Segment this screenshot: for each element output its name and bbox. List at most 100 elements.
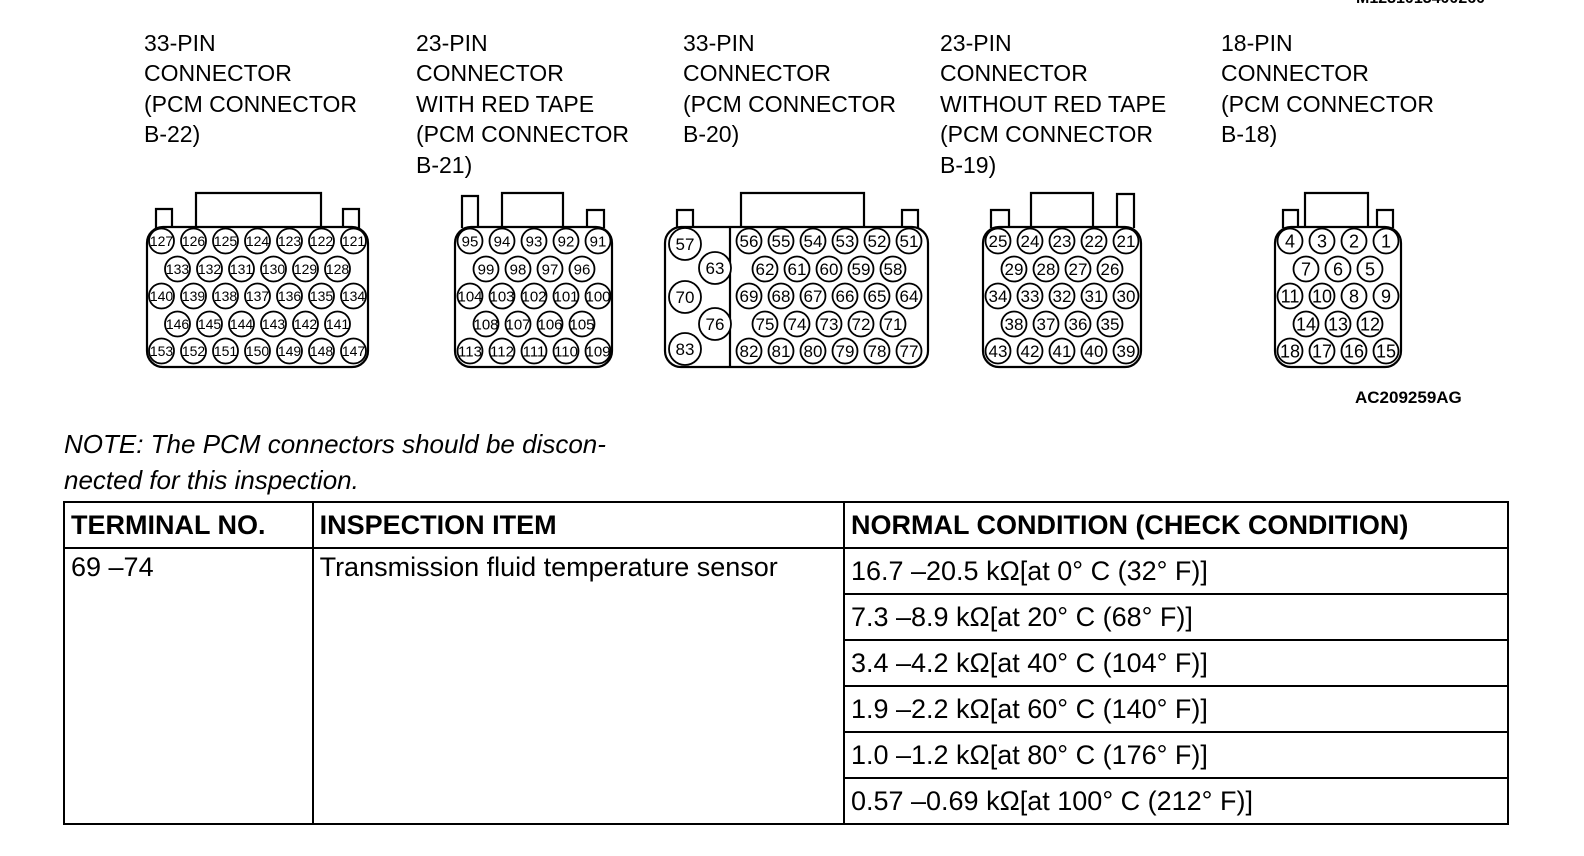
pin-number: 39 bbox=[1117, 342, 1136, 361]
pin-circle bbox=[276, 282, 303, 310]
pin-circle bbox=[180, 337, 207, 365]
pin-number: 134 bbox=[342, 288, 366, 304]
pin-number: 139 bbox=[182, 288, 206, 304]
pin-circle bbox=[1016, 227, 1044, 255]
pin-number: 11 bbox=[1281, 286, 1300, 306]
pin-number: 29 bbox=[1005, 260, 1024, 279]
pin-number: 23 bbox=[1053, 232, 1072, 251]
condition-cell: 16.7 –20.5 kΩ[at 0° C (32° F)] bbox=[842, 547, 1510, 595]
pin-circle bbox=[148, 282, 175, 310]
pin-number: 10 bbox=[1312, 286, 1332, 306]
pin-number: 24 bbox=[1021, 232, 1040, 251]
pin-number: 108 bbox=[473, 316, 498, 333]
pin-circle bbox=[1372, 227, 1400, 255]
pin-circle bbox=[698, 251, 732, 285]
pin-circle bbox=[984, 337, 1012, 365]
pin-circle bbox=[1340, 227, 1368, 255]
pin-number: 151 bbox=[214, 343, 238, 359]
connector-tab bbox=[1115, 192, 1136, 228]
pin-circle bbox=[1032, 310, 1060, 338]
pin-number: 96 bbox=[574, 261, 591, 278]
pin-number: 106 bbox=[537, 316, 562, 333]
pin-circle bbox=[1372, 282, 1400, 310]
pin-circle bbox=[520, 337, 548, 365]
pin-number: 125 bbox=[214, 233, 238, 249]
pin-number: 17 bbox=[1312, 341, 1332, 361]
pin-number: 14 bbox=[1296, 314, 1316, 334]
pin-number: 142 bbox=[294, 316, 318, 332]
pin-number: 76 bbox=[706, 315, 725, 334]
pin-circle bbox=[863, 337, 891, 365]
pin-circle bbox=[895, 282, 923, 310]
pin-circle bbox=[164, 255, 191, 283]
pin-circle bbox=[504, 255, 532, 283]
pin-number: 129 bbox=[294, 261, 318, 277]
connector-latch bbox=[1029, 191, 1095, 228]
pin-number: 4 bbox=[1285, 231, 1295, 251]
pin-circle bbox=[984, 282, 1012, 310]
pin-circle bbox=[504, 310, 532, 338]
header-terminal-no: TERMINAL NO. bbox=[63, 501, 314, 549]
pin-circle bbox=[1080, 282, 1108, 310]
pin-number: 113 bbox=[458, 343, 482, 360]
pin-circle bbox=[552, 227, 580, 255]
pin-number: 79 bbox=[836, 342, 855, 361]
table-row: 3.4 –4.2 kΩ[at 40° C (104° F)] bbox=[64, 639, 1510, 687]
pin-number: 66 bbox=[836, 287, 855, 306]
pin-number: 6 bbox=[1333, 259, 1343, 279]
pin-circle bbox=[1276, 282, 1304, 310]
pin-number: 147 bbox=[342, 343, 366, 359]
pin-number: 152 bbox=[182, 343, 206, 359]
pin-circle bbox=[1016, 337, 1044, 365]
pin-number: 141 bbox=[326, 316, 350, 332]
pin-circle bbox=[815, 310, 843, 338]
pin-circle bbox=[456, 282, 484, 310]
pin-circle bbox=[324, 255, 351, 283]
pin-circle bbox=[767, 282, 795, 310]
pin-number: 74 bbox=[788, 315, 807, 334]
pin-number: 51 bbox=[900, 232, 919, 251]
pin-number: 140 bbox=[150, 288, 174, 304]
pin-circle bbox=[1324, 310, 1352, 338]
pin-circle bbox=[863, 227, 891, 255]
pin-circle bbox=[751, 255, 779, 283]
pin-circle bbox=[847, 310, 875, 338]
pin-number: 32 bbox=[1053, 287, 1072, 306]
pin-circle bbox=[1000, 255, 1028, 283]
table-row: 1.9 –2.2 kΩ[at 60° C (140° F)] bbox=[64, 685, 1510, 733]
pin-number: 91 bbox=[590, 233, 607, 250]
pin-circle bbox=[244, 227, 271, 255]
pin-number: 77 bbox=[900, 342, 919, 361]
pin-number: 57 bbox=[676, 235, 695, 254]
connector-label-b18: 18-PIN CONNECTOR (PCM CONNECTOR B-18) bbox=[1221, 30, 1434, 148]
pin-number: 93 bbox=[526, 233, 543, 250]
pin-number: 12 bbox=[1360, 314, 1380, 334]
pin-circle bbox=[1048, 227, 1076, 255]
pin-circle bbox=[340, 337, 367, 365]
pin-number: 150 bbox=[246, 343, 270, 359]
pin-circle bbox=[799, 337, 827, 365]
pin-number: 92 bbox=[558, 233, 575, 250]
pin-circle bbox=[1292, 310, 1320, 338]
pin-circle bbox=[308, 282, 335, 310]
pin-circle bbox=[196, 310, 223, 338]
pin-circle bbox=[847, 255, 875, 283]
pin-number: 112 bbox=[490, 343, 514, 360]
pin-number: 64 bbox=[900, 287, 919, 306]
connector-label-b19: 23-PIN CONNECTOR WITHOUT RED TAPE (PCM C… bbox=[940, 30, 1167, 178]
pin-number: 34 bbox=[989, 287, 1008, 306]
pin-circle bbox=[520, 227, 548, 255]
pin-number: 62 bbox=[756, 260, 775, 279]
pin-circle bbox=[1080, 337, 1108, 365]
connector-latch bbox=[739, 191, 866, 228]
table-row: 69 –74 Transmission fluid temperature se… bbox=[63, 547, 1510, 825]
table-row: 7.3 –8.9 kΩ[at 20° C (68° F)] bbox=[64, 593, 1510, 641]
pin-circle bbox=[292, 310, 319, 338]
pin-number: 25 bbox=[989, 232, 1008, 251]
pin-circle bbox=[276, 337, 303, 365]
pin-number: 67 bbox=[804, 287, 823, 306]
pin-number: 137 bbox=[246, 288, 270, 304]
pin-number: 43 bbox=[989, 342, 1008, 361]
pin-number: 98 bbox=[510, 261, 527, 278]
